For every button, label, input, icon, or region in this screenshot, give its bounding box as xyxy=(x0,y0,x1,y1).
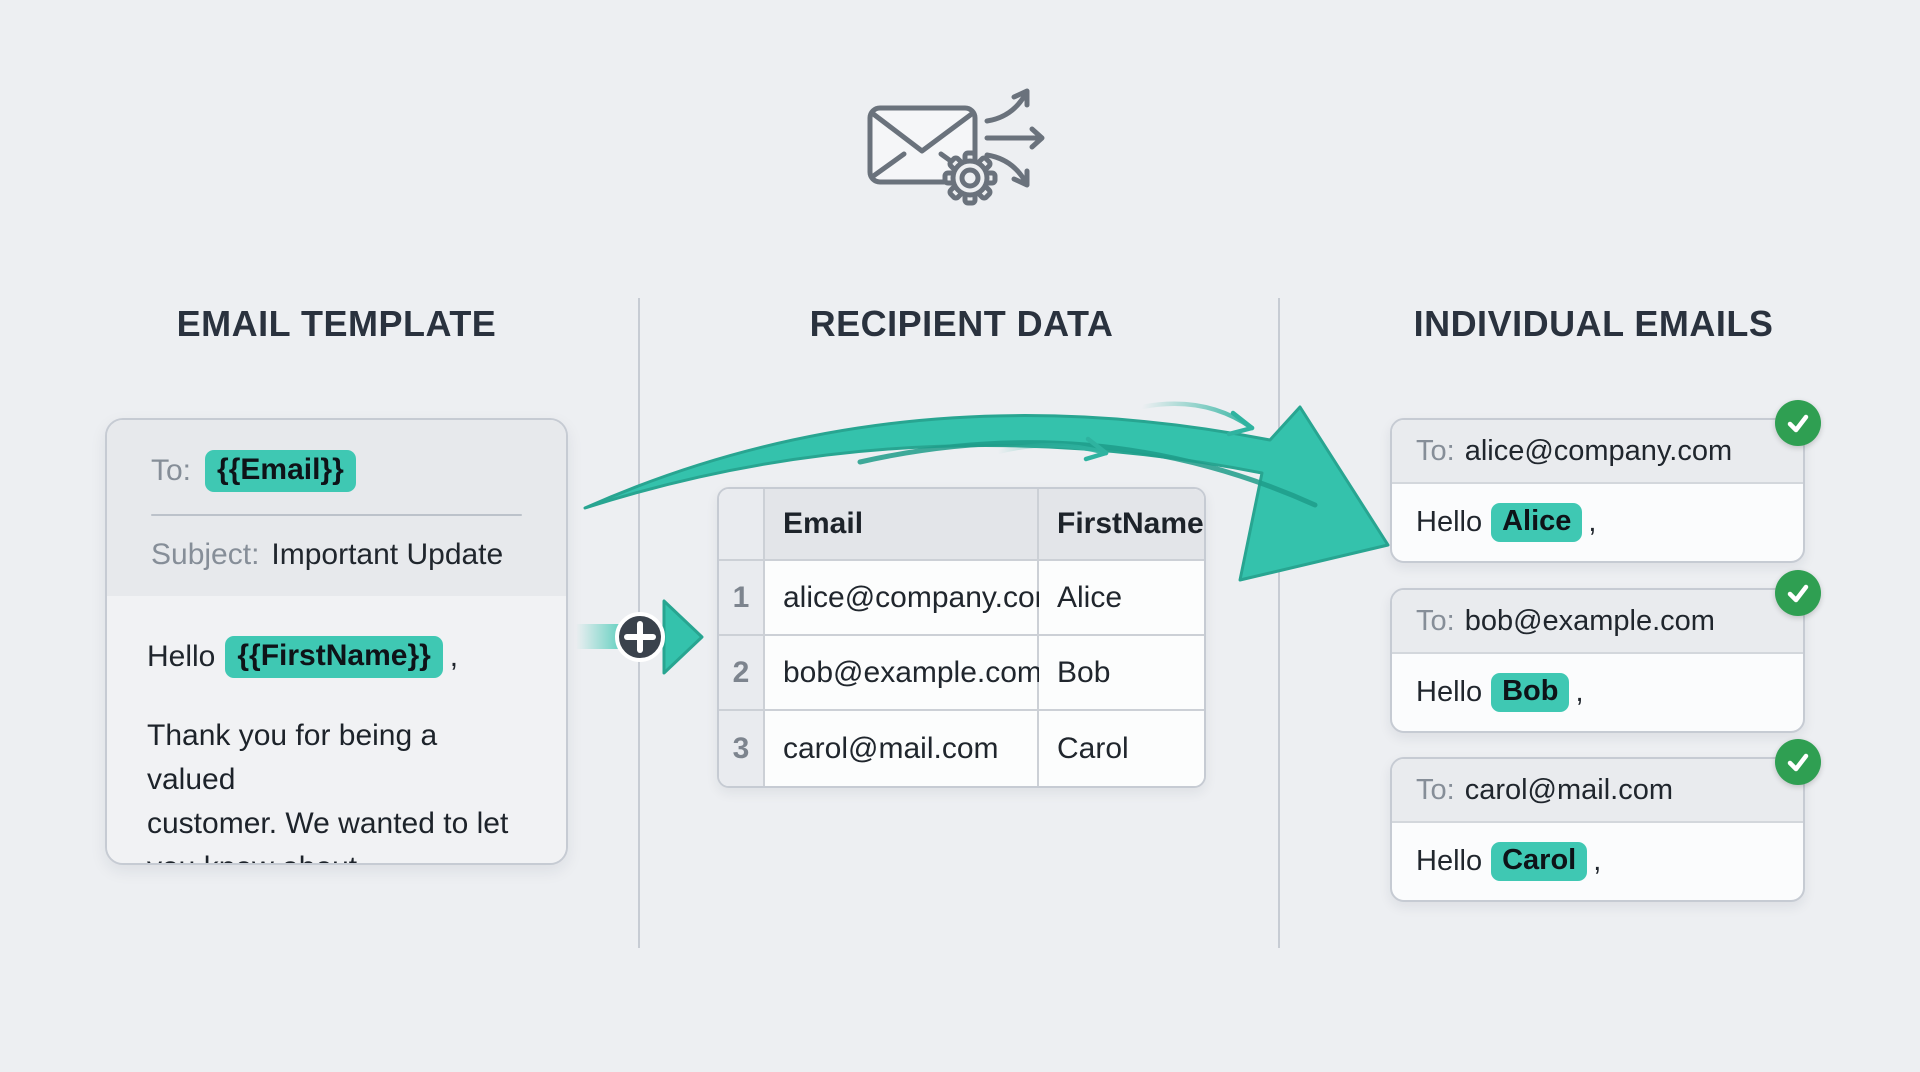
email-template-card: To: {{Email}} Subject: Important Update … xyxy=(105,418,568,865)
to-address: carol@mail.com xyxy=(1464,773,1673,806)
check-icon xyxy=(1787,753,1809,772)
check-icon xyxy=(1787,584,1809,603)
column-header-firstname: FirstName xyxy=(1039,489,1204,561)
cell-email: carol@mail.com xyxy=(765,711,1039,786)
check-icon xyxy=(1787,414,1809,433)
email-variable-chip: {{Email}} xyxy=(205,450,356,492)
section-title-email-template: EMAIL TEMPLATE xyxy=(176,303,497,344)
email-card-box: To: alice@company.com Hello Alice , xyxy=(1390,418,1805,563)
thin-arrow-upper xyxy=(1139,401,1255,437)
firstname-variable-chip: {{FirstName}} xyxy=(225,636,443,678)
email-card-header: To: carol@mail.com xyxy=(1392,759,1803,823)
section-title-recipient-data: RECIPIENT DATA xyxy=(809,303,1114,344)
email-card-body: Hello Bob , xyxy=(1392,654,1803,731)
mail-merge-envelope-gear-icon xyxy=(867,88,1045,206)
section-title-individual-emails: INDIVIDUAL EMAILS xyxy=(1413,303,1774,344)
success-badge xyxy=(1775,739,1821,785)
body-line: Thank you for being a valued xyxy=(147,719,438,796)
template-card-header: To: {{Email}} Subject: Important Update xyxy=(107,420,566,596)
to-address: bob@example.com xyxy=(1464,604,1715,637)
table-corner-cell xyxy=(719,489,765,561)
column-header-email: Email xyxy=(765,489,1039,561)
gear-icon xyxy=(942,150,998,206)
plus-icon xyxy=(624,621,656,653)
cell-firstname: Alice xyxy=(1039,561,1204,636)
template-to-row: To: {{Email}} xyxy=(151,450,522,492)
greeting-prefix: Hello xyxy=(1416,845,1483,877)
cell-email: bob@example.com xyxy=(765,636,1042,711)
email-card-box: To: carol@mail.com Hello Carol , xyxy=(1390,757,1805,902)
to-label: To: xyxy=(1416,604,1455,637)
email-card-body: Hello Carol , xyxy=(1392,823,1803,900)
main-flow-arrow xyxy=(583,405,1390,582)
individual-email-card-carol: To: carol@mail.com Hello Carol , xyxy=(1390,739,1821,902)
success-badge xyxy=(1775,400,1821,446)
template-body-text: Thank you for being a valued customer. W… xyxy=(147,714,526,863)
recipient-data-table: Email FirstName 1 alice@company.com Alic… xyxy=(717,487,1206,788)
to-label: To: xyxy=(151,454,192,487)
success-badge xyxy=(1775,570,1821,616)
individual-email-card-alice: To: alice@company.com Hello Alice , xyxy=(1390,400,1821,563)
greeting-prefix: Hello xyxy=(147,640,216,673)
individual-email-card-bob: To: bob@example.com Hello Bob , xyxy=(1390,570,1821,733)
template-header-divider xyxy=(151,514,522,516)
merged-name-chip: Carol xyxy=(1491,842,1588,881)
greeting-suffix: , xyxy=(449,640,459,673)
body-line: customer. We wanted to let xyxy=(147,807,509,840)
greeting-suffix: , xyxy=(1588,506,1597,538)
to-address: alice@company.com xyxy=(1464,434,1733,467)
row-number: 2 xyxy=(719,636,765,711)
body-line: you know about... xyxy=(147,846,526,863)
email-card-box: To: bob@example.com Hello Bob , xyxy=(1390,588,1805,733)
cell-firstname: Bob xyxy=(1039,636,1204,711)
merged-name-chip: Bob xyxy=(1491,673,1570,712)
row-number: 1 xyxy=(719,561,765,636)
cell-email: alice@company.com xyxy=(765,561,1060,636)
email-card-header: To: bob@example.com xyxy=(1392,590,1803,654)
email-card-header: To: alice@company.com xyxy=(1392,420,1803,484)
swoosh-arrow-icon xyxy=(583,401,1390,582)
thin-arrow-lower xyxy=(995,436,1109,462)
plus-merge-arrow-icon xyxy=(576,599,704,675)
subject-label: Subject: xyxy=(151,538,260,571)
row-number: 3 xyxy=(719,711,765,786)
cell-firstname: Carol xyxy=(1039,711,1204,786)
template-card-body: Hello {{FirstName}} , Thank you for bein… xyxy=(107,596,566,863)
email-card-body: Hello Alice , xyxy=(1392,484,1803,561)
greeting-suffix: , xyxy=(1593,845,1602,877)
greeting-suffix: , xyxy=(1575,676,1584,708)
greeting-prefix: Hello xyxy=(1416,506,1483,538)
subject-value: Important Update xyxy=(271,538,504,571)
template-greeting: Hello {{FirstName}} , xyxy=(147,636,526,678)
greeting-prefix: Hello xyxy=(1416,676,1483,708)
section-divider-right xyxy=(1278,298,1280,948)
template-subject-row: Subject: Important Update xyxy=(151,538,522,572)
to-label: To: xyxy=(1416,434,1455,467)
merged-name-chip: Alice xyxy=(1491,503,1583,542)
to-label: To: xyxy=(1416,773,1455,806)
